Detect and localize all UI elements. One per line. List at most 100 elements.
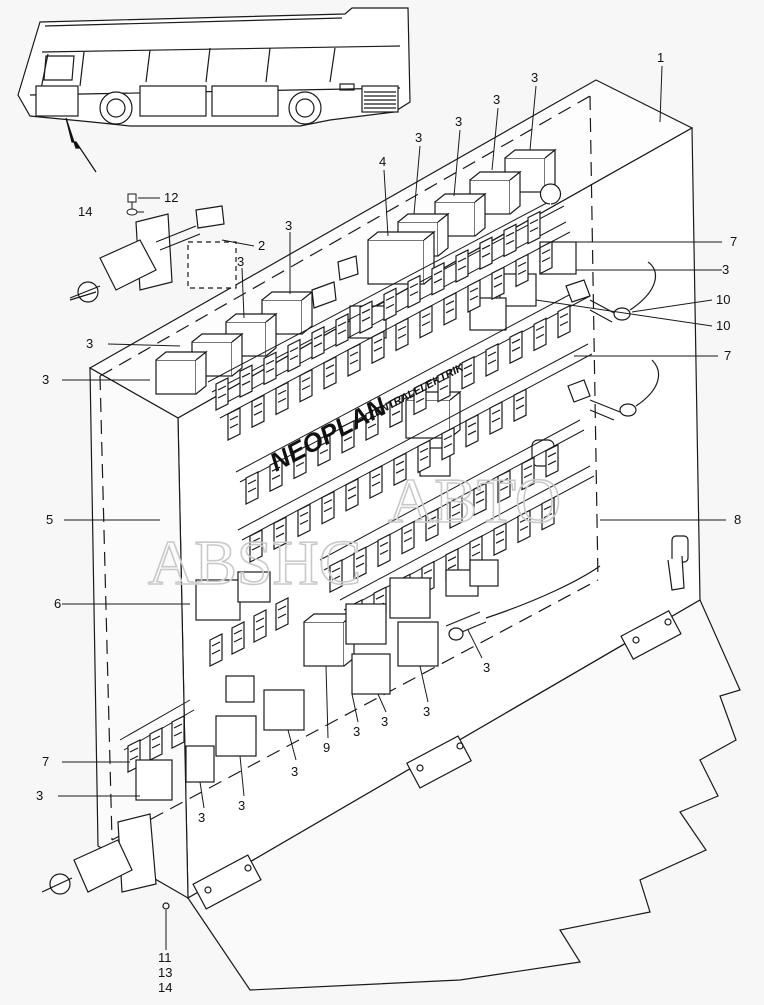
fuse: [287, 338, 301, 373]
fuse-contact: [371, 473, 381, 487]
fuse-contact: [451, 503, 461, 517]
fuse-contact: [481, 244, 491, 258]
fuse: [557, 304, 571, 339]
fuse-contact: [265, 359, 275, 373]
fuse-contact: [519, 517, 529, 531]
callout-3-p: 3: [238, 798, 245, 813]
fuse: [515, 253, 529, 288]
callout-7-b: 7: [724, 348, 731, 363]
fuse: [227, 407, 241, 441]
fuse-contact: [367, 415, 377, 429]
fuse: [513, 388, 527, 423]
fuse-contact: [217, 385, 227, 399]
fuse: [347, 343, 361, 377]
callout-3-k: 3: [483, 660, 490, 675]
callout-7-a: 7: [730, 234, 737, 249]
callout-labels: 1 3 3 3 3 4 3 3 2 12 14 3 3 7 3 10 10 7 …: [36, 50, 741, 995]
fuse-contact: [475, 490, 485, 504]
fuse-contact: [313, 334, 323, 348]
fuse-contact: [517, 261, 527, 275]
fuse-contact: [277, 389, 287, 403]
fuse-contact: [347, 486, 357, 500]
callout-3-h: 3: [42, 372, 49, 387]
fuse-contact: [467, 422, 477, 436]
fuse: [275, 381, 289, 416]
fuse: [485, 343, 499, 377]
connector-plugs: [41, 183, 689, 895]
fuse-contact: [445, 300, 455, 314]
lower-relays: [135, 559, 499, 801]
callout-14-bottom: 14: [158, 980, 172, 995]
fuse-contact: [275, 524, 285, 538]
fuse-contact: [529, 219, 539, 233]
callout-1: 1: [657, 50, 664, 65]
fuse: [395, 317, 409, 352]
fuse-contact: [299, 511, 309, 525]
callout-3-n: 3: [353, 724, 360, 739]
fuse: [149, 727, 163, 761]
fuse: [215, 377, 229, 411]
fuse: [209, 633, 223, 667]
fuse: [359, 300, 373, 335]
location-arrow-icon: [65, 117, 97, 173]
fuse-contact: [523, 465, 533, 479]
callout-9: 9: [323, 740, 330, 755]
fuse: [479, 236, 493, 271]
fuse-contact: [349, 351, 359, 365]
callout-12: 12: [164, 190, 178, 205]
fuse: [441, 426, 455, 461]
fuse: [431, 261, 445, 296]
fuse-contact: [331, 567, 341, 581]
fuse-contact: [427, 516, 437, 530]
fuse: [489, 401, 503, 435]
fuse-contact: [457, 257, 467, 271]
fuse-contact: [337, 321, 347, 335]
fuse-contact: [241, 372, 251, 386]
fuse-contact: [301, 377, 311, 391]
fuse-contact: [395, 460, 405, 474]
callout-3-a: 3: [531, 70, 538, 85]
callout-3-e: 3: [285, 218, 292, 233]
fuse: [253, 609, 267, 643]
fuse-contact: [495, 530, 505, 544]
fuse-contact: [421, 313, 431, 327]
callout-4: 4: [379, 154, 386, 169]
fuse-contact: [323, 499, 333, 513]
callout-10-a: 10: [716, 292, 730, 307]
fuse-contact: [505, 231, 515, 245]
fuse-contact: [289, 347, 299, 361]
callout-3-q: 3: [198, 810, 205, 825]
fuse: [245, 471, 259, 505]
callout-3-g: 3: [86, 336, 93, 351]
fuse: [443, 291, 457, 326]
fuse: [345, 477, 359, 512]
callout-3-j: 3: [36, 788, 43, 803]
fuse-contact: [255, 617, 265, 631]
callout-2: 2: [258, 238, 265, 253]
fuse: [275, 597, 289, 631]
fuse-contact: [409, 283, 419, 297]
fuse-contact: [419, 447, 429, 461]
fuse: [539, 240, 553, 275]
fuse: [251, 394, 265, 429]
fuse: [491, 266, 505, 301]
fuse-contact: [355, 554, 365, 568]
fuse-contact: [271, 466, 281, 480]
callout-14-top: 14: [78, 204, 92, 219]
callout-11: 11: [158, 950, 172, 965]
callout-3-d: 3: [415, 130, 422, 145]
fuse-contact: [385, 295, 395, 309]
fuse-contact: [229, 415, 239, 429]
fuse-contact: [535, 325, 545, 339]
watermark-text-bottom: ABSHC: [148, 527, 361, 598]
fuse-contact: [443, 435, 453, 449]
fuse-contact: [403, 529, 413, 543]
fuse-contact: [151, 735, 161, 749]
callout-7-c: 7: [42, 754, 49, 769]
fuse-contact: [173, 723, 183, 737]
callout-3-m: 3: [381, 714, 388, 729]
fuse-contact: [487, 351, 497, 365]
fuse: [323, 355, 337, 390]
fuse: [171, 715, 185, 749]
callout-13: 13: [158, 965, 172, 980]
